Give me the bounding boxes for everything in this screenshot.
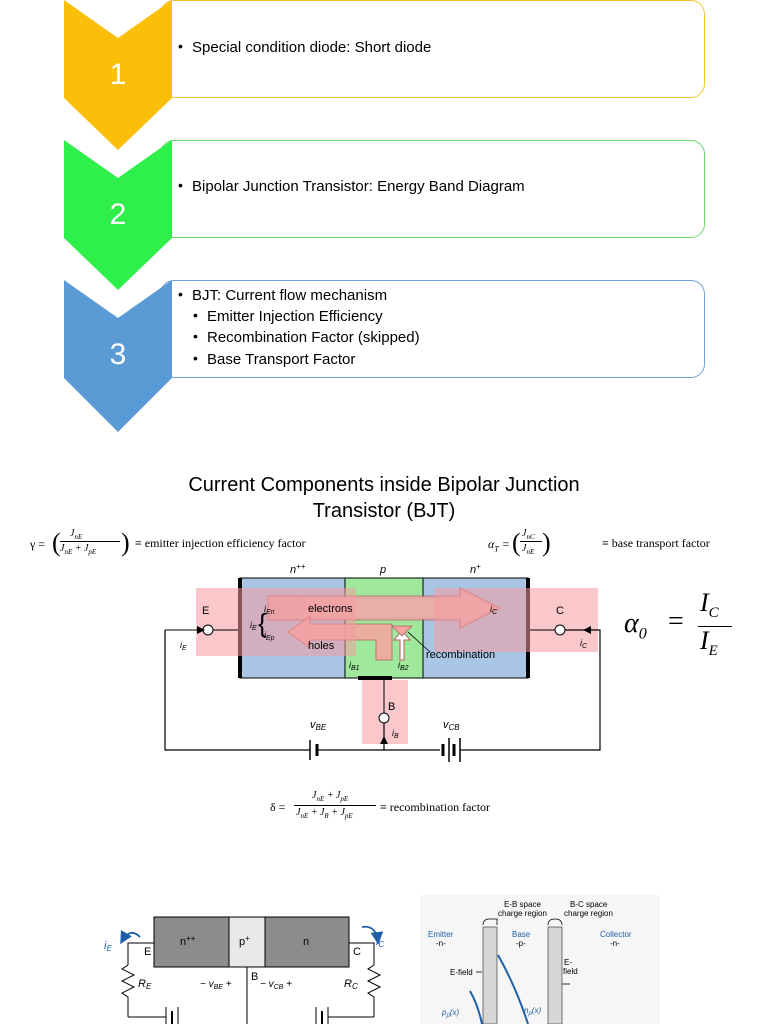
fig2-label-RC: RC bbox=[344, 978, 358, 991]
fig3-collector-type: -n- bbox=[610, 939, 620, 948]
fig2-label-vBE: − vBE + bbox=[200, 979, 232, 991]
fig3-eb-depletion bbox=[482, 926, 498, 1024]
fig2-label-E: E bbox=[144, 946, 151, 958]
fig2-label-B: B bbox=[251, 971, 258, 983]
bjt-current-diagram: n++ p n+ electrons holes recombination i… bbox=[164, 562, 601, 762]
battery-vBE bbox=[309, 740, 324, 760]
fig2-label-n-emitter: n++ bbox=[180, 934, 196, 948]
emitter-overlay bbox=[196, 588, 356, 656]
fig2-resistor-RC bbox=[366, 964, 382, 1017]
fig2-label-iC: iC bbox=[376, 936, 384, 949]
step-3-item-3: Recombination Factor (skipped) bbox=[193, 326, 420, 348]
fig3-pp-label: pp(x) bbox=[441, 1008, 459, 1019]
gamma-numerator: JnE bbox=[70, 528, 83, 541]
svg-text:iEn: iEn bbox=[264, 604, 275, 616]
fig3-eb-region-line2: charge region bbox=[498, 909, 547, 918]
svg-text:iB2: iB2 bbox=[398, 660, 409, 672]
fig3-collector-label: Collector bbox=[600, 930, 632, 939]
step-2-item-1: Bipolar Junction Transistor: Energy Band… bbox=[178, 175, 525, 197]
fig2-label-C: C bbox=[353, 946, 361, 958]
label-vCB: vCB bbox=[443, 719, 460, 732]
recombination-indicator bbox=[391, 625, 413, 637]
svg-text:iC: iC bbox=[580, 638, 588, 650]
delta-description: ≡ recombination factor bbox=[380, 800, 491, 814]
fig3-emitter-label: Emitter bbox=[428, 930, 454, 939]
label-vBE: vBE bbox=[310, 719, 327, 732]
alphaT-description: ≡ base transport factor bbox=[602, 536, 710, 550]
terminal-C: C bbox=[556, 605, 564, 617]
step-3-chevron bbox=[64, 280, 172, 432]
recombination-arrow bbox=[392, 629, 412, 661]
svg-text:{: { bbox=[258, 608, 267, 638]
terminal-E-node bbox=[202, 624, 214, 636]
fig2-label-iE: iE bbox=[104, 940, 112, 953]
fig2-base bbox=[228, 916, 266, 968]
fig2-resistor-RE bbox=[120, 964, 136, 1017]
bjt-bias-circuit: n++ p+ n E B C RE RC iE iC − vBE + − vCB… bbox=[104, 916, 384, 1024]
label-holes: holes bbox=[308, 640, 335, 652]
fig2-label-vCB: − vCB + bbox=[260, 979, 292, 991]
fig3-efield2-line1: E- bbox=[564, 958, 572, 967]
alpha0-formula: α0 = IC IE bbox=[624, 588, 734, 659]
fig3-efield2-line2: field bbox=[563, 967, 578, 976]
terminal-E: E bbox=[202, 605, 209, 617]
base-contact bbox=[358, 676, 392, 680]
fig2-label-p-base: p+ bbox=[239, 934, 250, 948]
step-1-number: 1 bbox=[109, 58, 127, 91]
collector-overlay bbox=[434, 588, 598, 652]
fig3-base-type: -p- bbox=[516, 939, 526, 948]
delta-lhs: δ = bbox=[270, 800, 286, 814]
label-p-base: p bbox=[379, 564, 386, 576]
step-3-item-2: Emitter Injection Efficiency bbox=[193, 305, 383, 327]
step-2-number: 2 bbox=[109, 198, 127, 231]
fig3-bc-depletion bbox=[547, 926, 563, 1024]
fig3-eb-region-line1: E-B space bbox=[504, 900, 541, 909]
fig3-pp-curve bbox=[469, 990, 483, 1024]
battery-vCB bbox=[441, 738, 461, 762]
gamma-description: ≡ emitter injection efficiency factor bbox=[135, 536, 306, 550]
fig3-base-label: Base bbox=[512, 930, 531, 939]
terminal-B-node bbox=[378, 712, 390, 724]
figure1-title-line1: Current Components inside Bipolar Juncti… bbox=[188, 474, 580, 496]
fig3-bc-region-line2: charge region bbox=[564, 909, 613, 918]
terminal-B: B bbox=[388, 701, 395, 713]
step-1-item-1: Special condition diode: Short diode bbox=[178, 36, 431, 58]
svg-text:iC: iC bbox=[490, 604, 498, 616]
label-n-emitter: n++ bbox=[290, 562, 306, 576]
label-recombination: recombination bbox=[426, 649, 495, 661]
terminal-C-node bbox=[554, 624, 566, 636]
svg-text:iEp: iEp bbox=[264, 630, 275, 642]
svg-text:iB: iB bbox=[392, 728, 399, 740]
step-3-item-1: BJT: Current flow mechanism bbox=[178, 284, 387, 306]
figure1-title-line2: Transistor (BJT) bbox=[312, 500, 456, 522]
step-3-number: 3 bbox=[109, 338, 127, 371]
fig2-emitter bbox=[153, 916, 230, 968]
delta-formula: δ = JnE + JpE JnE + JR + JpE ≡ recombina… bbox=[270, 790, 491, 820]
svg-text:iE: iE bbox=[180, 640, 187, 652]
label-n-collector: n+ bbox=[470, 562, 481, 576]
step-3-item-4: Base Transport Factor bbox=[193, 348, 355, 370]
fig3-np-label: np(x) bbox=[524, 1006, 541, 1017]
fig2-label-RE: RE bbox=[138, 978, 152, 991]
step-2-chevron bbox=[64, 140, 172, 290]
svg-text:iE: iE bbox=[250, 620, 257, 632]
label-electrons: electrons bbox=[308, 603, 353, 615]
svg-text:iB1: iB1 bbox=[349, 660, 360, 672]
fig3-emitter-type: -n- bbox=[436, 939, 446, 948]
fig2-label-n-collector: n bbox=[303, 936, 309, 948]
step-1-chevron bbox=[64, 0, 172, 150]
minority-carrier-profile: E-B space charge region B-C space charge… bbox=[420, 895, 660, 1024]
fig3-np-curve bbox=[497, 954, 529, 1024]
base-overlay bbox=[362, 680, 408, 744]
gamma-lhs: γ = bbox=[30, 537, 46, 551]
fig3-bc-region-line1: B-C space bbox=[570, 900, 608, 909]
fig3-efield1: E-field bbox=[450, 968, 473, 977]
fig2-collector bbox=[264, 916, 350, 968]
